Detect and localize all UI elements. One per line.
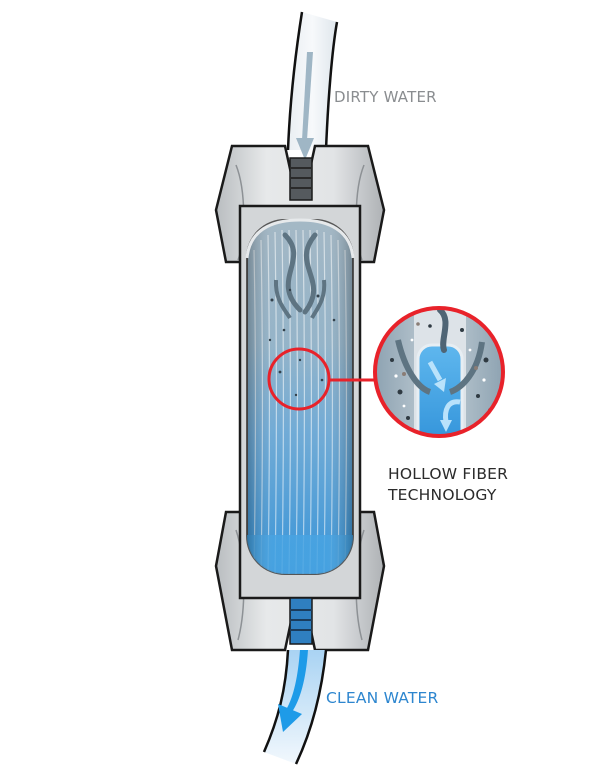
dirty-water-inlet-tube [286,11,339,160]
clean-water-outlet-tube [262,597,328,765]
hollow-fiber-label-line2: TECHNOLOGY [388,486,497,504]
clean-water-label: CLEAN WATER [326,689,439,707]
hollow-fiber-label: HOLLOW FIBER TECHNOLOGY [388,464,508,506]
hollow-fiber-closeup [373,306,505,438]
hollow-fiber-label-line1: HOLLOW FIBER [388,465,509,483]
dirty-water-label: DIRTY WATER [334,88,437,106]
highlight-connector [267,347,375,411]
filter-housing [238,204,362,600]
